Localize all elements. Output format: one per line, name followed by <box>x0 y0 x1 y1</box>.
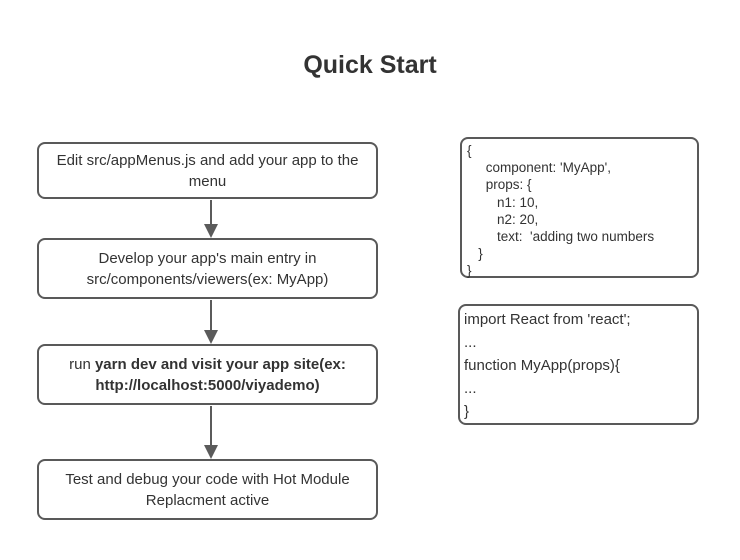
flow-step-edit-appmenus: Edit src/appMenus.js and add your app to… <box>37 142 378 199</box>
flow-arrow-2 <box>203 300 218 344</box>
flow-step-label: Test and debug your code with Hot Module… <box>65 470 350 509</box>
code-line: n1: 10, <box>467 194 539 210</box>
code-line: props: { <box>467 177 532 193</box>
arrow-line <box>209 406 212 445</box>
flow-step-run-yarn-dev: run yarn dev and visit your app site(ex:… <box>37 344 378 405</box>
arrow-line <box>209 300 212 330</box>
code-line: ... <box>464 334 477 351</box>
code-line: text: 'adding two numbers <box>467 229 655 245</box>
flow-step-label-bold: yarn dev and visit your app site(ex: htt… <box>94 355 346 394</box>
page-title: Quick Start <box>303 51 437 79</box>
code-line: ... <box>464 380 477 397</box>
flow-step-label: Edit src/appMenus.js and add your app to… <box>56 151 359 190</box>
code-snippet-myapp-component: import React from 'react'; ... function … <box>458 304 699 425</box>
flow-step-develop-entry: Develop your app's main entry in src/com… <box>37 238 378 299</box>
arrow-down-icon <box>203 224 218 238</box>
code-line: } <box>467 246 483 262</box>
flow-step-label: run yarn dev and visit your app site(ex:… <box>51 354 364 396</box>
code-line: { <box>467 143 472 158</box>
code-line: component: 'MyApp', <box>467 160 611 176</box>
code-line: n2: 20, <box>467 211 539 227</box>
flow-arrow-1 <box>203 200 218 238</box>
arrow-line <box>209 200 212 224</box>
flow-step-label: Develop your app's main entry in src/com… <box>86 249 329 288</box>
arrow-down-icon <box>203 330 218 344</box>
code-snippet-appmenus-entry: { component: 'MyApp', props: { n1: 10, n… <box>460 137 699 278</box>
flow-step-test-debug: Test and debug your code with Hot Module… <box>37 459 378 520</box>
code-line: import React from 'react'; <box>464 311 631 328</box>
flow-step-label-prefix: run <box>69 355 95 373</box>
code-line: } <box>467 263 472 279</box>
code-line: } <box>464 403 470 420</box>
arrow-down-icon <box>203 445 218 459</box>
flow-arrow-3 <box>203 406 218 459</box>
code-line: function MyApp(props){ <box>464 357 620 374</box>
